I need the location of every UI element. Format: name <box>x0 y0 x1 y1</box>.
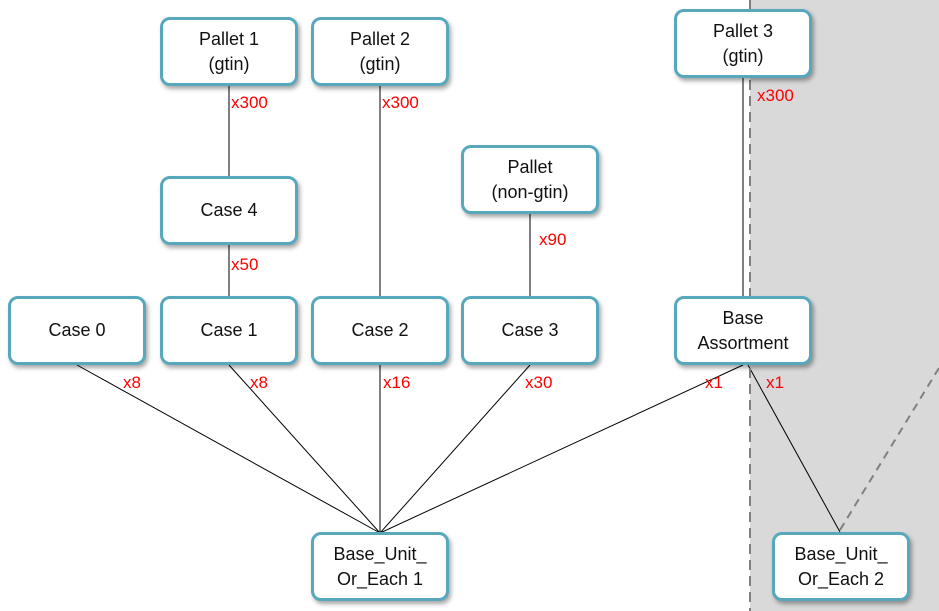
multiplier-assortment-unit2: x1 <box>766 373 784 392</box>
multiplier-assortment-unit1: x1 <box>705 373 723 392</box>
connector-case3-unit1 <box>379 364 531 534</box>
base-assortment-node: Base Assortment <box>674 296 812 365</box>
base-unit-1-label: Base_Unit_ <box>333 543 427 564</box>
case-4-node: Case 4 <box>160 176 298 245</box>
pallet-3-node: Pallet 3 (gtin) <box>674 9 812 78</box>
pallet-non-gtin-sublabel: (non-gtin) <box>491 181 569 202</box>
multiplier-case0-unit1: x8 <box>123 373 141 392</box>
pallet-2-label: Pallet 2 <box>349 28 411 49</box>
base-unit-1-sublabel: Or_Each 1 <box>336 568 424 589</box>
multiplier-pallet-non-gtin-case3: x90 <box>539 230 567 249</box>
base-assortment-sublabel: Assortment <box>697 332 789 353</box>
multiplier-case2-unit1: x16 <box>383 373 411 392</box>
case-2-node: Case 2 <box>311 296 449 365</box>
connector-assortment-unit2 <box>747 364 841 533</box>
pallet-non-gtin-label: Pallet <box>507 156 553 177</box>
base-unit-2-label: Base_Unit_ <box>794 543 888 564</box>
pallet-1-label: Pallet 1 <box>198 28 260 49</box>
multiplier-pallet3-assortment: x300 <box>757 86 794 105</box>
base-unit-2-sublabel: Or_Each 2 <box>797 568 885 589</box>
pallet-3-sublabel: (gtin) <box>722 45 764 66</box>
pallet-2-sublabel: (gtin) <box>359 53 401 74</box>
pallet-3-label: Pallet 3 <box>712 20 774 41</box>
connector-assortment-unit1 <box>379 364 744 534</box>
multiplier-case3-unit1: x30 <box>525 373 553 392</box>
case-0-node: Case 0 <box>8 296 146 365</box>
case-3-label: Case 3 <box>501 320 559 340</box>
pallet-non-gtin-node: Pallet (non-gtin) <box>461 145 599 214</box>
multiplier-case4-case1: x50 <box>231 255 259 274</box>
pallet-1-node: Pallet 1 (gtin) <box>160 17 298 86</box>
case-2-label: Case 2 <box>351 320 409 340</box>
connector-case1-unit1 <box>228 364 381 534</box>
case-4-label: Case 4 <box>200 200 258 220</box>
case-1-node: Case 1 <box>160 296 298 365</box>
case-0-label: Case 0 <box>48 320 106 340</box>
base-assortment-label: Base <box>722 307 764 328</box>
connector-case0-unit1 <box>76 364 381 534</box>
pallet-1-sublabel: (gtin) <box>208 53 250 74</box>
multiplier-case1-unit1: x8 <box>250 373 268 392</box>
pallet-2-node: Pallet 2 (gtin) <box>311 17 449 86</box>
multiplier-pallet2-case2: x300 <box>382 93 419 112</box>
case-3-node: Case 3 <box>461 296 599 365</box>
base-unit-2-node: Base_Unit_ Or_Each 2 <box>772 532 910 601</box>
multiplier-pallet1-case4: x300 <box>231 93 268 112</box>
base-unit-1-node: Base_Unit_ Or_Each 1 <box>311 532 449 601</box>
case-1-label: Case 1 <box>200 320 258 340</box>
dashed-connector-diagonal <box>839 367 939 531</box>
